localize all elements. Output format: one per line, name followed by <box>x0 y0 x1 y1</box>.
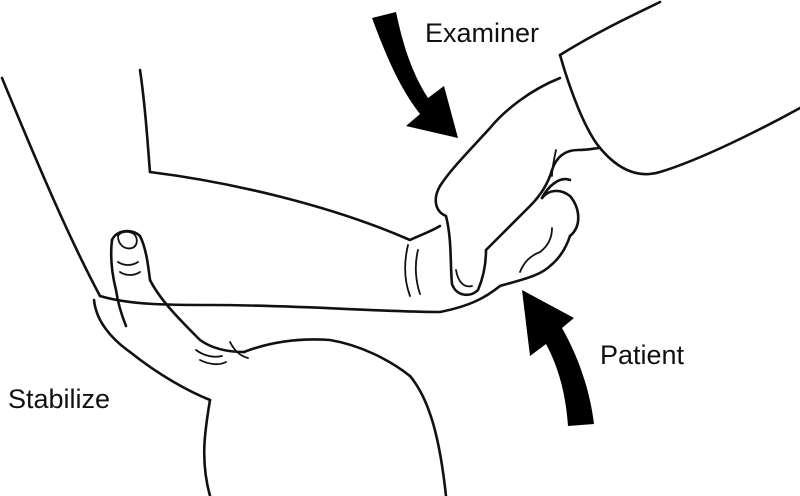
patient-upper-arm <box>0 68 152 298</box>
examiner-force-arrow <box>372 12 458 138</box>
stabilize-label: Stabilize <box>8 384 110 414</box>
examiner-label: Examiner <box>425 18 539 48</box>
stabilizing-hand <box>92 229 448 496</box>
patient-forearm <box>98 170 502 314</box>
patient-fist <box>498 177 580 288</box>
examiner-hand <box>434 0 800 297</box>
patient-force-arrow <box>522 290 594 426</box>
patient-label: Patient <box>600 340 685 370</box>
